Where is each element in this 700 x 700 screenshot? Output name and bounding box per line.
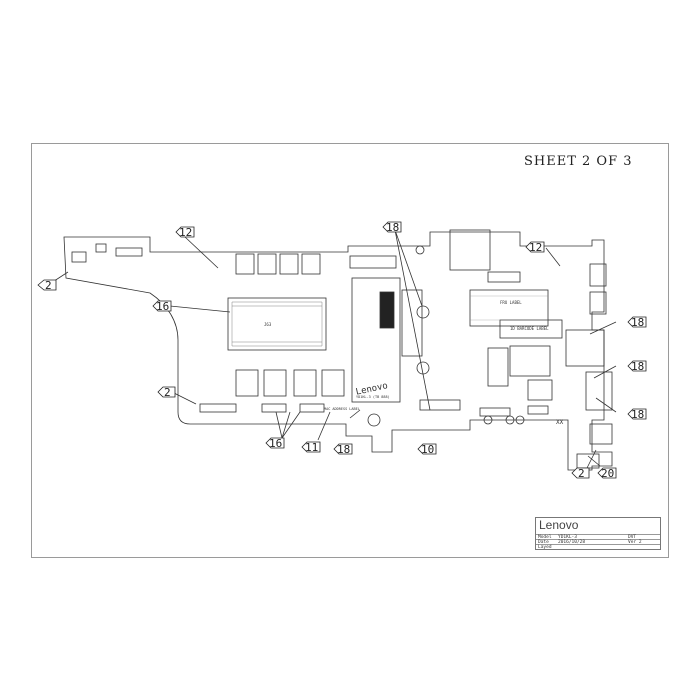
svg-text:18: 18: [631, 408, 644, 421]
callout-18-right-3: 18: [627, 408, 647, 421]
board-outline: [63, 231, 613, 471]
callout-16-bottom: 16: [265, 437, 285, 450]
callout-2-left: 2: [37, 279, 57, 292]
title-block: Lenovo Model YD1KL-3 DVT Date 2016/10/28…: [535, 517, 661, 550]
callout-2-lower-left: 2: [157, 386, 176, 399]
callout-20: 20: [597, 467, 617, 480]
callout-16-left: 16: [152, 300, 172, 313]
callout-11: 11: [301, 441, 321, 454]
title-row-model: Model YD1KL-3 DVT: [536, 534, 660, 540]
callout-18-bottom: 18: [333, 443, 353, 456]
callout-10: 10: [417, 443, 437, 456]
m2-slot: [351, 277, 401, 403]
svg-text:18: 18: [631, 360, 644, 373]
callout-18-right-1: 18: [627, 316, 647, 329]
svg-text:20: 20: [601, 467, 614, 480]
svg-text:18: 18: [386, 221, 399, 234]
drawing-sheet-border: [31, 143, 669, 558]
svg-text:18: 18: [337, 443, 350, 456]
sheet-title: SHEET 2 OF 3: [524, 154, 633, 169]
pcb-model-mark: YD1KL-3 (TB 888): [356, 395, 390, 399]
title-row-date: Date 2016/10/28 Ver 2: [536, 539, 660, 545]
callout-18-top: 18: [382, 221, 402, 234]
memory-block-u54: [227, 297, 327, 351]
svg-text:11: 11: [305, 441, 318, 454]
callout-2-bottom-right: 2: [571, 467, 590, 480]
u54-label: J63: [264, 322, 272, 327]
svg-text:12: 12: [529, 241, 542, 254]
svg-text:18: 18: [631, 316, 644, 329]
xx-mark: XX: [556, 419, 564, 426]
barcode-label: 1D BARCODE LABEL: [510, 326, 549, 331]
callout-18-right-2: 18: [627, 360, 647, 373]
callout-12-right: 12: [525, 241, 545, 254]
svg-text:10: 10: [421, 443, 434, 456]
callout-12-top-left: 12: [175, 226, 195, 239]
svg-text:2: 2: [164, 386, 171, 399]
svg-text:2: 2: [578, 467, 585, 480]
title-row-layed: Layed: [536, 544, 660, 550]
mac-label: MAC ADDRESS LABEL: [324, 407, 360, 411]
svg-text:12: 12: [179, 226, 192, 239]
title-block-logo: Lenovo: [539, 518, 579, 532]
fru-label: FRU LABEL: [500, 300, 522, 305]
svg-text:16: 16: [156, 300, 169, 313]
svg-text:16: 16: [269, 437, 282, 450]
svg-text:2: 2: [45, 279, 52, 292]
